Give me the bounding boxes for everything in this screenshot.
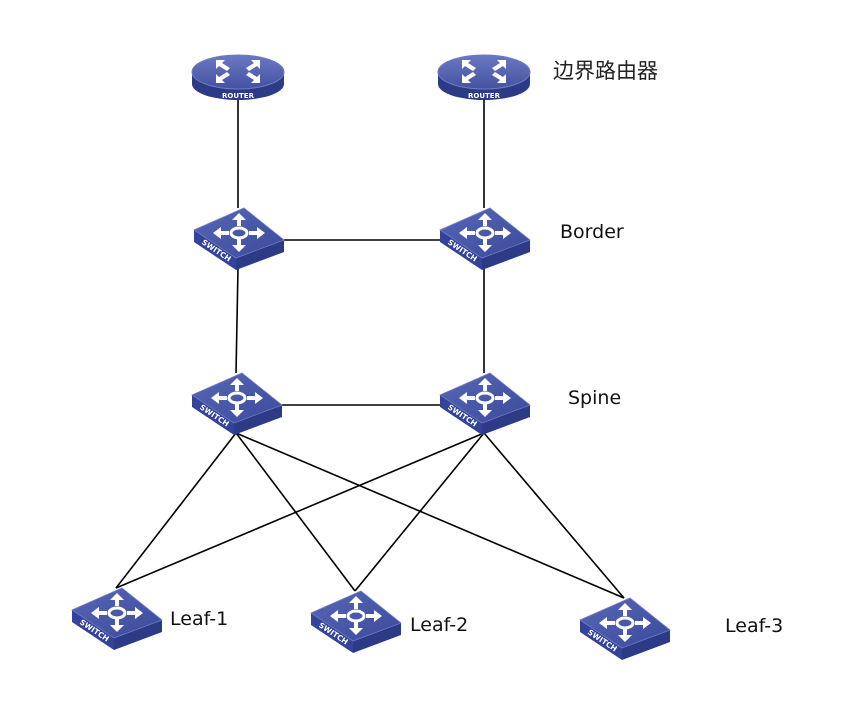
router-node-router-1[interactable]: ROUTER (191, 54, 285, 100)
switch-front-face (194, 230, 236, 270)
node-label-leaf-1: Leaf-1 (170, 608, 228, 630)
switch-front-face (311, 613, 353, 653)
switch-side-face (236, 240, 284, 270)
router-top (437, 54, 531, 90)
router-node-router-2[interactable]: ROUTER 边界路由器 (437, 54, 658, 100)
link-spine-2-leaf-1 (115, 432, 485, 589)
router-arrows-icon (216, 60, 260, 83)
switch-top-face (310, 590, 402, 642)
switch-top-face (71, 587, 163, 639)
node-label-leaf-3: Leaf-3 (725, 615, 783, 637)
switch-top-face (191, 372, 283, 424)
switch-top-face (439, 207, 531, 259)
router-arrows-icon (462, 60, 506, 83)
link-spine-2-leaf-2 (354, 432, 485, 592)
switch-front-face (192, 395, 234, 435)
switch-arrows-icon (213, 213, 265, 252)
switch-side-face (234, 405, 282, 435)
switch-arrows-icon (459, 378, 511, 417)
switch-side-face (482, 240, 530, 270)
switch-top-face (439, 372, 531, 424)
router-device-text: ROUTER (222, 92, 255, 100)
router-device-text: ROUTER (468, 92, 501, 100)
link-border-1-spine-1 (235, 267, 239, 374)
switch-top-face (193, 207, 285, 259)
switch-side-face (622, 630, 670, 660)
router-top (191, 54, 285, 90)
switch-front-face (580, 620, 622, 660)
switch-arrows-icon (599, 603, 651, 642)
node-label-border-2: Border (560, 221, 624, 243)
switch-node-border-1[interactable]: SWITCH (193, 207, 285, 270)
switch-front-face (440, 395, 482, 435)
switch-top-face (579, 597, 671, 649)
link-spine-1-leaf-3 (235, 432, 625, 599)
switch-arrows-icon (91, 593, 143, 632)
switch-side-face (114, 620, 162, 650)
node-label-router-2: 边界路由器 (553, 59, 658, 83)
switch-side-face (482, 405, 530, 435)
links-layer (115, 98, 625, 599)
link-spine-2-leaf-3 (483, 432, 625, 599)
node-label-leaf-2: Leaf-2 (410, 614, 468, 636)
switch-front-face (72, 610, 114, 650)
switch-node-spine-1[interactable]: SWITCH (191, 372, 283, 435)
node-label-spine-2: Spine (568, 387, 621, 409)
switch-side-face (353, 623, 401, 653)
link-spine-1-leaf-1 (115, 432, 237, 589)
switch-arrows-icon (459, 213, 511, 252)
switch-arrows-icon (330, 596, 382, 635)
switch-front-face (440, 230, 482, 270)
switch-arrows-icon (211, 378, 263, 417)
